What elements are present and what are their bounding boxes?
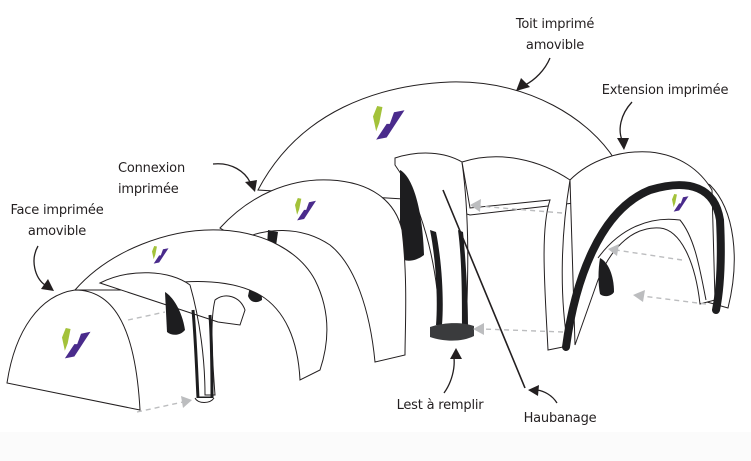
dashed-arrows [127, 199, 707, 413]
label-connexion-line1: Connexion [118, 161, 185, 176]
face-module [6, 229, 328, 411]
label-face-line2: amovible [27, 224, 87, 239]
label-lest-a-remplir: Lest à remplir [396, 398, 484, 413]
label-extension-imprimee: Extension imprimée [601, 83, 729, 98]
callout-arrows [33, 57, 633, 404]
label-connexion-imprimee: Connexion imprimée [118, 158, 208, 200]
footer-band [0, 432, 751, 461]
label-toit-line2: amovible [525, 38, 585, 53]
label-toit-imprime: Toit imprimé amovible [500, 14, 610, 56]
label-face-imprimee: Face imprimée amovible [2, 200, 112, 242]
label-toit-line1: Toit imprimé [515, 17, 595, 32]
label-haubanage: Haubanage [523, 411, 597, 426]
guy-rope [442, 189, 526, 389]
ballast [430, 323, 474, 341]
label-face-line1: Face imprimée [10, 203, 104, 218]
extension-module [562, 151, 725, 351]
label-connexion-line2: imprimée [118, 182, 179, 197]
